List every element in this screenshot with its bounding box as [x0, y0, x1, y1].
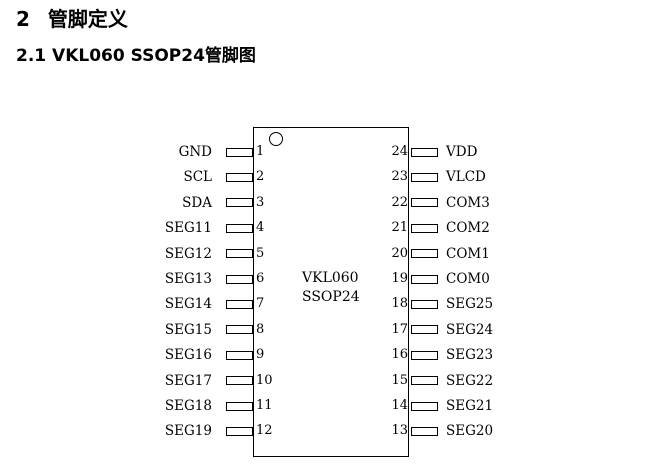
pin-number-right: 14 [391, 398, 408, 413]
pin-number-right: 20 [391, 245, 408, 261]
pin-name-right: COM2 [446, 220, 490, 237]
pin-lead-right [411, 401, 438, 411]
pin-number-left: 4 [256, 220, 265, 236]
pin-number-left: 5 [256, 245, 265, 261]
pin-number-left: 7 [256, 296, 265, 312]
pin-lead-left [226, 350, 253, 360]
pin-name-left: SEG11 [164, 220, 212, 237]
pin-lead-left [226, 299, 253, 309]
pin-name-left: GND [178, 144, 212, 160]
pin-name-right: COM1 [446, 245, 490, 262]
pin-number-left: 3 [256, 194, 265, 210]
pin-lead-left [226, 401, 253, 411]
pin-lead-left [226, 223, 253, 233]
pin-name-left: SEG17 [164, 372, 212, 389]
pin-number-left: 11 [256, 398, 273, 413]
subsection-heading: 2.1 VKL060 SSOP24管脚图 [16, 46, 256, 66]
pin-lead-left [226, 198, 253, 208]
pin-name-left: SDA [182, 194, 212, 211]
pin-lead-left [226, 376, 253, 386]
pin-lead-left [226, 249, 253, 259]
chip-package: SSOP24 [302, 289, 360, 305]
pin-lead-right [411, 147, 438, 157]
pin-name-left: SEG15 [164, 321, 212, 338]
pin-number-left: 9 [256, 347, 265, 363]
section-number: 2 [16, 7, 30, 31]
pin-name-right: VLCD [446, 169, 486, 186]
section-title: 管脚定义 [47, 7, 128, 31]
pin-name-left: SEG16 [164, 347, 212, 364]
pin-lead-left [226, 426, 253, 436]
pin-name-right: SEG25 [446, 296, 494, 313]
pin-number-left: 6 [256, 271, 265, 286]
pin-name-left: SEG19 [164, 423, 212, 440]
pin-name-right: SEG20 [446, 423, 494, 440]
pin-lead-right [411, 376, 438, 386]
pin-lead-left [226, 274, 253, 284]
pin-number-left: 2 [256, 169, 265, 185]
pin1-indicator-dot [269, 132, 283, 146]
pin-name-right: SEG23 [446, 347, 494, 364]
pin-lead-left [226, 172, 253, 182]
pin-lead-left [226, 147, 253, 157]
pin-number-right: 19 [391, 271, 408, 286]
pin-number-right: 23 [391, 169, 408, 185]
pin-number-right: 13 [391, 423, 408, 439]
pin-number-left: 8 [256, 321, 265, 337]
pin-number-left: 12 [256, 423, 273, 439]
pin-number-right: 17 [391, 321, 408, 337]
pin-lead-left [226, 325, 253, 335]
pin-lead-right [411, 172, 438, 182]
pin-number-left: 1 [256, 144, 265, 159]
pin-number-left: 10 [256, 372, 273, 388]
pin-name-left: SEG18 [164, 398, 212, 414]
pin-lead-right [411, 350, 438, 360]
pin-lead-right [411, 274, 438, 284]
pin-name-right: COM3 [446, 194, 490, 211]
pin-name-right: COM0 [446, 271, 490, 287]
pin-name-right: SEG24 [446, 321, 494, 338]
pin-name-left: SEG13 [164, 271, 212, 287]
pin-lead-right [411, 325, 438, 335]
pin-number-right: 21 [391, 220, 408, 236]
pin-number-right: 15 [391, 372, 408, 388]
pin-name-left: SCL [183, 169, 212, 186]
pin-name-left: SEG12 [164, 245, 212, 262]
pin-number-right: 24 [391, 144, 408, 159]
pin-lead-right [411, 426, 438, 436]
pin-lead-right [411, 198, 438, 208]
chip-body [253, 127, 409, 457]
pin-name-right: VDD [446, 144, 478, 160]
chip-name: VKL060 [302, 270, 359, 286]
pin-number-right: 16 [391, 347, 408, 363]
pin-name-right: SEG22 [446, 372, 494, 389]
pin-name-left: SEG14 [164, 296, 212, 313]
section-heading: 2 管脚定义 [16, 3, 128, 32]
pin-number-right: 22 [391, 194, 408, 210]
pin-number-right: 18 [391, 296, 408, 312]
pin-lead-right [411, 299, 438, 309]
pin-lead-right [411, 223, 438, 233]
pin-name-right: SEG21 [446, 398, 494, 414]
pin-lead-right [411, 249, 438, 259]
